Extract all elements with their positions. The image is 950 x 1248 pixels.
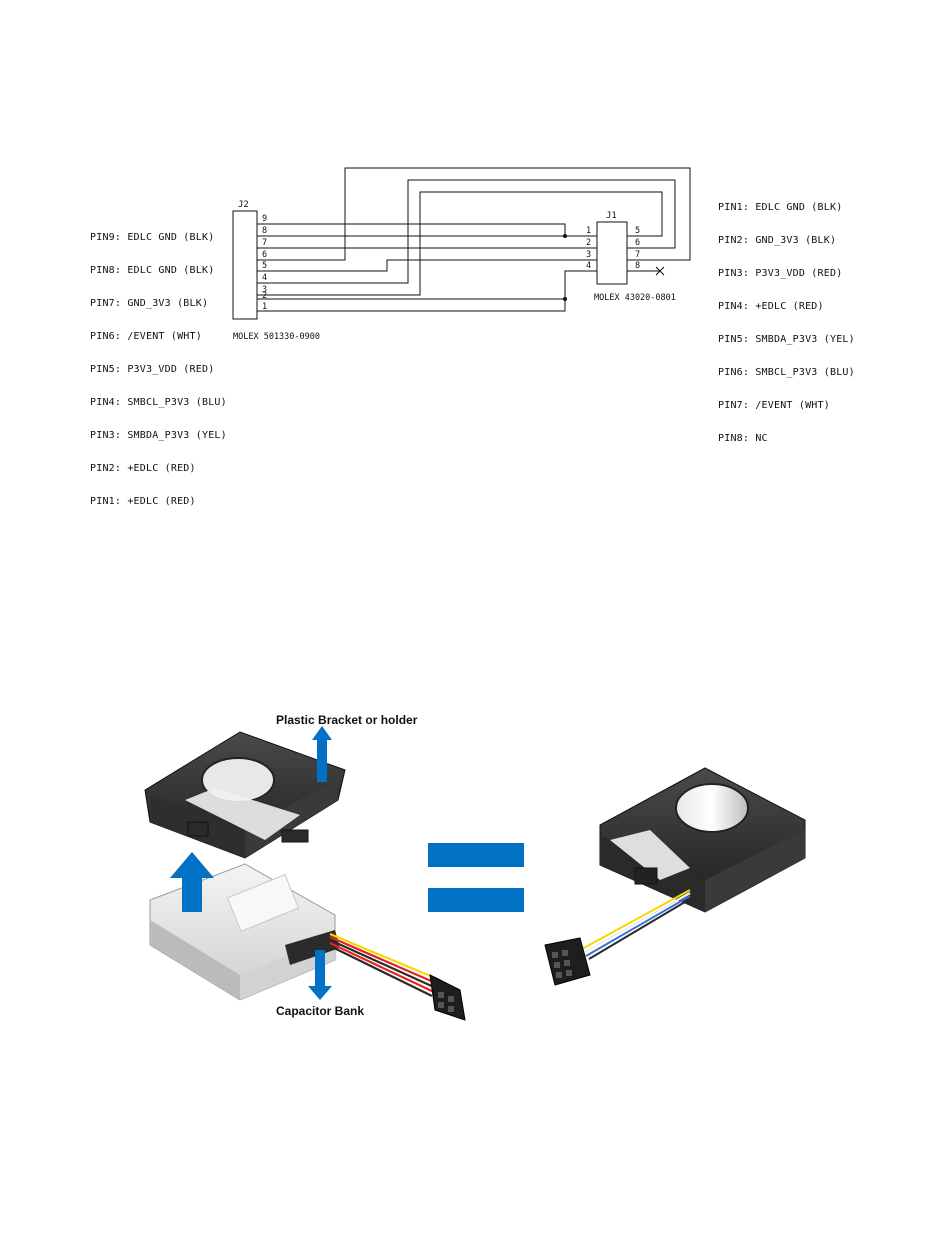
wire-j2p9-j1p1 xyxy=(257,223,597,237)
j2-pin-number: 8 xyxy=(262,226,267,236)
j2-pin-1: PIN1: +EDLC (RED) xyxy=(90,496,196,507)
j1-pin-1: PIN1: EDLC GND (BLK) xyxy=(718,202,843,213)
j2-pin-6: PIN6: /EVENT (WHT) xyxy=(90,331,202,342)
j2-pin-7: PIN7: GND_3V3 (BLK) xyxy=(90,298,209,309)
equals-bar-top xyxy=(428,843,524,867)
j1-pin-number: 7 xyxy=(635,250,640,260)
j2-pin-number: 1 xyxy=(262,302,267,312)
junction-node xyxy=(563,297,567,301)
junction-node xyxy=(563,234,567,238)
capacitor-down-arrow xyxy=(308,950,332,1000)
j2-part-number: MOLEX 501330-0900 xyxy=(233,332,320,342)
j1-pin-number: 4 xyxy=(586,261,591,271)
wire-j2p2-j1p4 xyxy=(257,270,597,300)
j1-pin-list: PIN1: EDLC GND (BLK) PIN2: GND_3V3 (BLK)… xyxy=(718,180,855,455)
wiring-schematic: 9 8 7 6 5 4 3 2 1 1 2 3 4 5 6 7 8 J2 J1 … xyxy=(232,167,691,342)
j1-pin-number: 3 xyxy=(586,250,591,260)
wire-j2p3-j1p5 xyxy=(257,191,663,296)
capacitor-label: Capacitor Bank xyxy=(276,1004,365,1018)
j2-pin-number: 3 xyxy=(262,285,267,295)
j1-pin-2: PIN2: GND_3V3 (BLK) xyxy=(718,235,837,246)
j2-label: J2 xyxy=(238,200,249,210)
capacitor-bank xyxy=(149,863,340,1001)
wire-group xyxy=(257,167,691,312)
j1-pin-number: 2 xyxy=(586,238,591,248)
plastic-bracket xyxy=(144,731,346,859)
j2-pin-5: PIN5: P3V3_VDD (RED) xyxy=(90,364,215,375)
j2-pin-number: 5 xyxy=(262,261,267,271)
j1-pin-number: 6 xyxy=(635,238,640,248)
bracket-up-arrow xyxy=(312,726,332,782)
j1-pin-4: PIN4: +EDLC (RED) xyxy=(718,301,824,312)
j1-part-number: MOLEX 43020-0801 xyxy=(594,293,676,303)
wire-j2p5-j1p3 xyxy=(257,259,597,272)
j1-pin-number: 1 xyxy=(586,226,591,236)
assembled-connector-plug xyxy=(544,937,591,986)
j2-pin-number: 6 xyxy=(262,250,267,260)
j2-pin-number: 4 xyxy=(262,273,267,283)
j2-pin-number: 7 xyxy=(262,238,267,248)
wire-j2p4-j1p6 xyxy=(257,179,676,284)
j2-pin-8: PIN8: EDLC GND (BLK) xyxy=(90,265,215,276)
j2-pin-4: PIN4: SMBCL_P3V3 (BLU) xyxy=(90,397,227,408)
j2-pin-list: PIN9: EDLC GND (BLK) PIN8: EDLC GND (BLK… xyxy=(90,210,227,518)
j2-pin-number: 2 xyxy=(262,291,267,301)
capacitor-up-arrow xyxy=(170,852,214,912)
capacitor-connector-plug xyxy=(429,974,466,1021)
j1-pin-number: 8 xyxy=(635,261,640,271)
j1-connector-body xyxy=(596,221,628,285)
assembled-wire-harness xyxy=(579,889,691,960)
j2-pin-9: PIN9: EDLC GND (BLK) xyxy=(90,232,215,243)
capacitor-wire-harness xyxy=(329,932,441,997)
j1-label: J1 xyxy=(606,211,617,221)
j2-pin-3: PIN3: SMBDA_P3V3 (YEL) xyxy=(90,430,227,441)
j1-pin-5: PIN5: SMBDA_P3V3 (YEL) xyxy=(718,334,855,345)
j2-pin-2: PIN2: +EDLC (RED) xyxy=(90,463,196,474)
equals-bar-bottom xyxy=(428,888,524,912)
j1-pin-3: PIN3: P3V3_VDD (RED) xyxy=(718,268,843,279)
bracket-label: Plastic Bracket or holder xyxy=(276,713,418,727)
j1-pin-6: PIN6: SMBCL_P3V3 (BLU) xyxy=(718,367,855,378)
assembled-capacitor-unit xyxy=(599,767,806,913)
j1-pin-7: PIN7: /EVENT (WHT) xyxy=(718,400,830,411)
j1-pin-number: 5 xyxy=(635,226,640,236)
j2-pin-number: 9 xyxy=(262,214,267,224)
j2-connector-body xyxy=(232,210,258,320)
wire-j2p1 xyxy=(257,299,566,312)
j1-pin-8: PIN8: NC xyxy=(718,433,768,444)
wire-j2p6-j1p7 xyxy=(257,167,691,261)
assembly-illustration xyxy=(144,726,806,1021)
